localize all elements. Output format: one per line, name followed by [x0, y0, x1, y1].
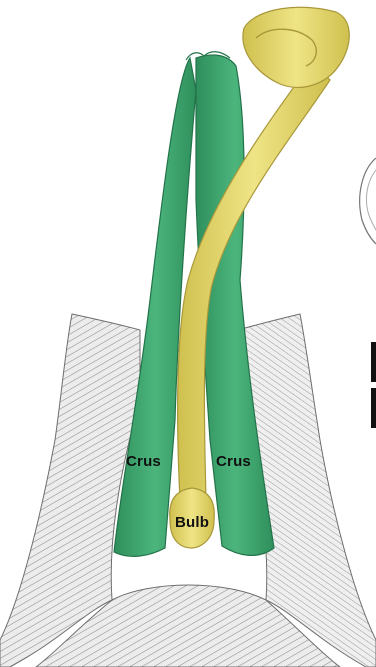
edge-letter-fragments [371, 342, 376, 428]
edge-cross-section-inner [366, 170, 376, 230]
bulb-label: Bulb [175, 514, 209, 531]
glans-shape [243, 7, 349, 87]
edge-cross-section [360, 158, 376, 244]
crus-left-label: Crus [126, 453, 161, 470]
crus-right-label: Crus [216, 453, 251, 470]
